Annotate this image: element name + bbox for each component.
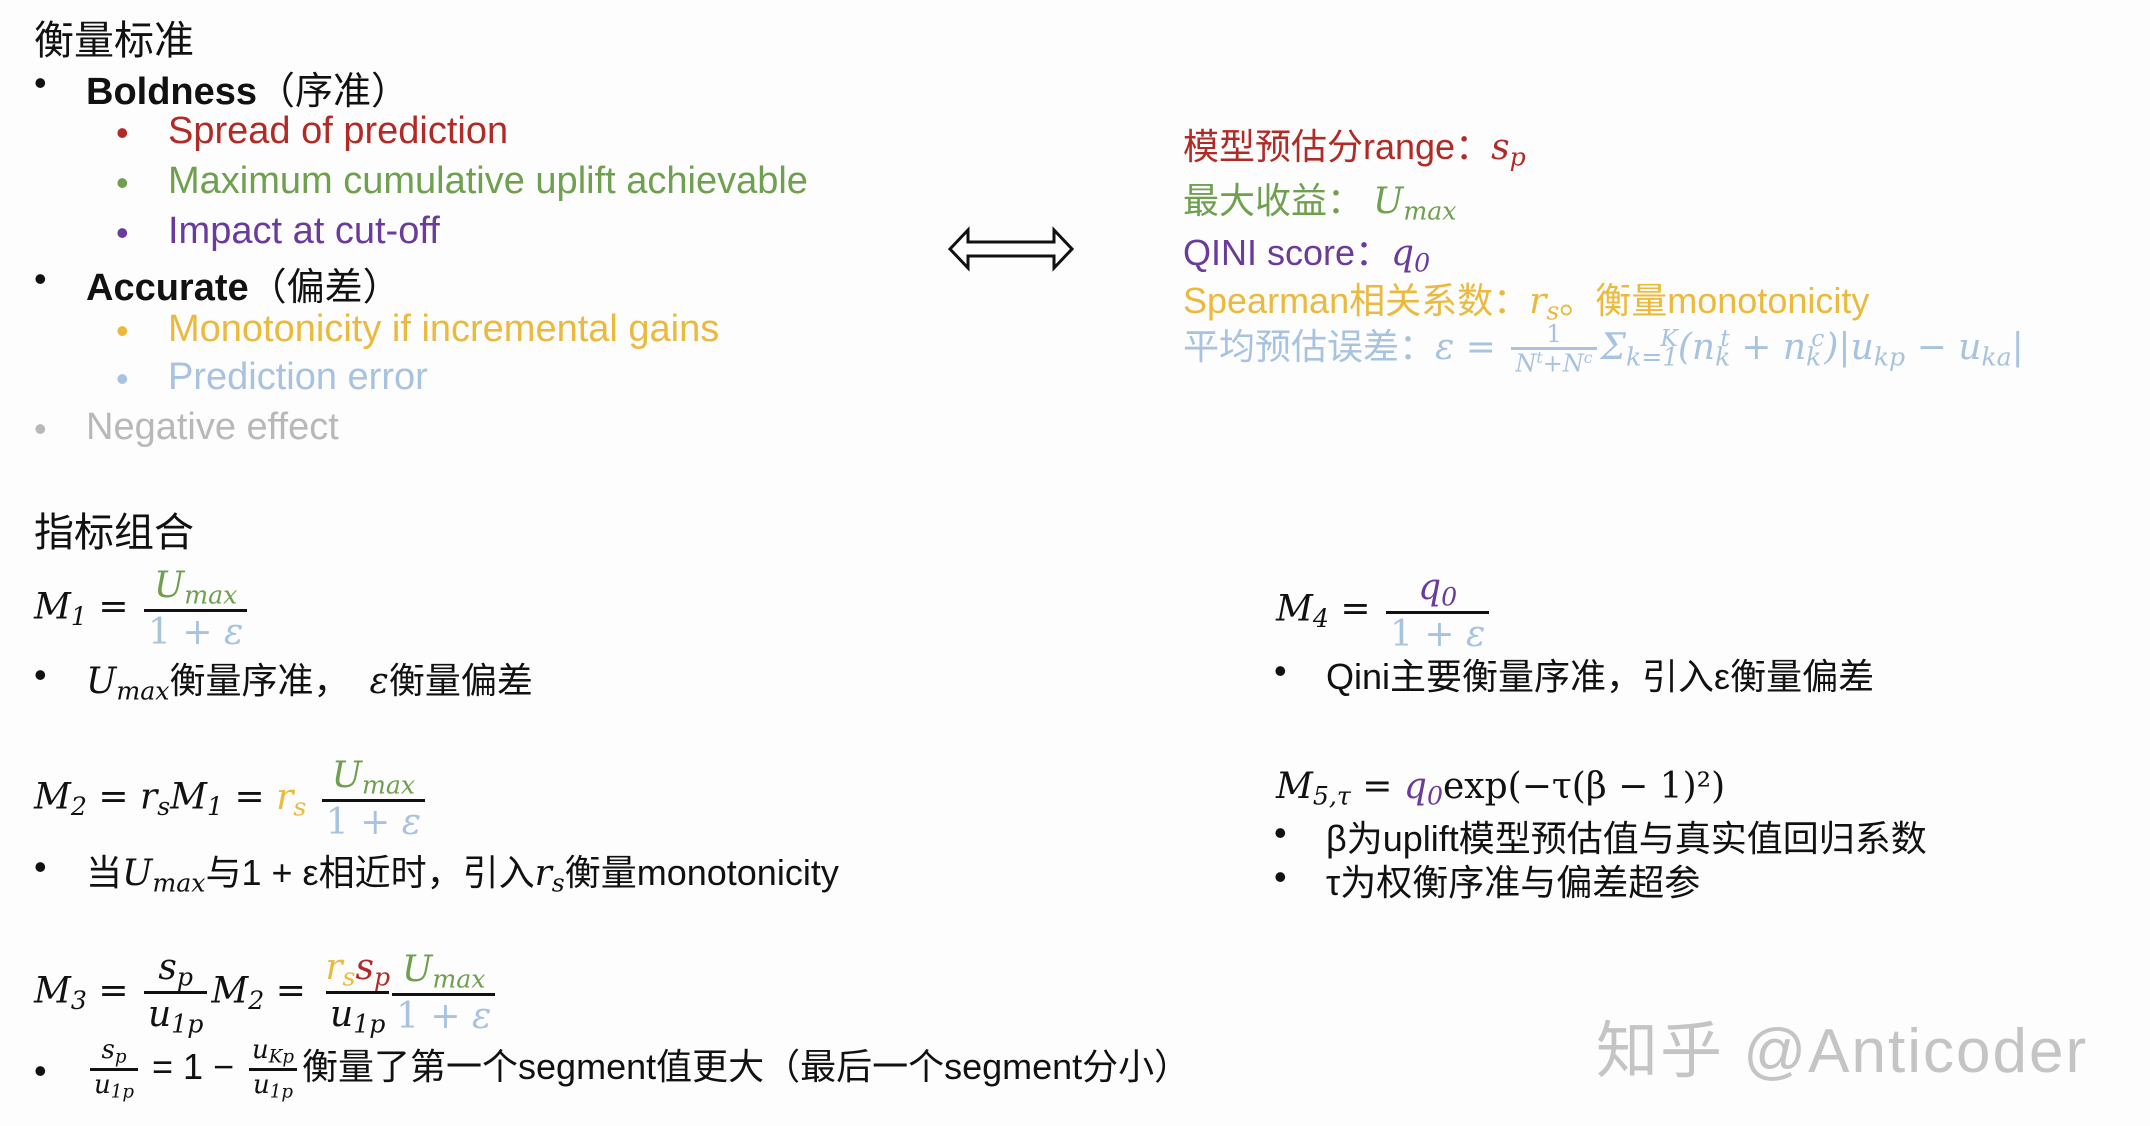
bullet-icon: • (116, 212, 129, 253)
def-range: 模型预估分range：sp (1183, 118, 1526, 171)
accurate-note: （偏差） (248, 267, 401, 309)
def-error-text: 平均预估误差： (1183, 326, 1436, 367)
formula-m5: M5,τ = q0exp(−τ(β − 1)²) (1276, 766, 1726, 811)
def-qini: QINI score：q0 (1183, 224, 1430, 277)
bullet-icon: • (34, 408, 47, 449)
def-umax-text: 最大收益： (1183, 180, 1374, 221)
def-spearman-text: Spearman相关系数： (1183, 280, 1530, 321)
item-monotonicity: Monotonicity if incremental gains (168, 308, 720, 350)
criteria-title: 衡量标准 (34, 19, 194, 63)
m5-note-beta: β为uplift模型预估值与真实值回归系数 (1326, 818, 1927, 859)
bullet-icon: • (1274, 856, 1287, 897)
def-spearman-symbol: rs (1529, 281, 1560, 326)
double-arrow-icon (948, 226, 1074, 272)
boldness-heading: Boldness（序准） (86, 60, 409, 115)
m1-note: Umax衡量序准， ε衡量偏差 (86, 660, 533, 706)
watermark: 知乎 @Anticoder (1596, 1017, 2089, 1086)
item-spread: Spread of prediction (168, 110, 509, 152)
bullet-icon: • (116, 358, 129, 399)
item-negative-effect: Negative effect (86, 406, 339, 448)
bullet-icon: • (116, 310, 129, 351)
bullet-icon: • (34, 846, 47, 887)
bullet-icon: • (116, 112, 129, 153)
bullet-icon: • (34, 62, 47, 103)
def-range-text: 模型预估分range： (1183, 126, 1492, 167)
m5-note-tau: τ为权衡序准与偏差超参 (1326, 862, 1701, 903)
def-spearman-tail: 。衡量monotonicity (1559, 280, 1870, 321)
bullet-icon: • (1274, 812, 1287, 853)
def-umax-symbol: Umax (1373, 181, 1457, 226)
bullet-icon: • (34, 258, 47, 299)
accurate-heading: Accurate（偏差） (86, 256, 401, 311)
bullet-icon: • (34, 1050, 47, 1091)
def-spearman: Spearman相关系数：rs。衡量monotonicity (1183, 272, 1869, 325)
def-error-sum: Σk=1K(nkt + nkc)|ukp − uka| (1600, 324, 2024, 372)
def-range-symbol: sp (1491, 127, 1526, 172)
def-qini-symbol: q0 (1391, 233, 1431, 278)
bullet-icon: • (1274, 650, 1287, 691)
combos-title: 指标组合 (34, 511, 194, 555)
item-cutoff: Impact at cut-off (168, 210, 440, 252)
item-max-uplift: Maximum cumulative uplift achievable (168, 160, 808, 202)
bullet-icon: • (116, 162, 129, 203)
def-qini-text: QINI score： (1183, 232, 1392, 273)
item-prediction-error: Prediction error (168, 356, 428, 398)
def-error-lhs: ε = (1435, 327, 1508, 368)
accurate-label: Accurate (86, 267, 249, 309)
def-umax: 最大收益： Umax (1183, 172, 1456, 225)
bullet-icon: • (34, 654, 47, 695)
m4-note: Qini主要衡量序准，引入ε衡量偏差 (1326, 656, 1875, 697)
boldness-note: （序准） (257, 71, 410, 113)
boldness-label: Boldness (86, 71, 258, 113)
m2-note: 当Umax与1 + ε相近时，引入rs衡量monotonicity (86, 852, 839, 898)
